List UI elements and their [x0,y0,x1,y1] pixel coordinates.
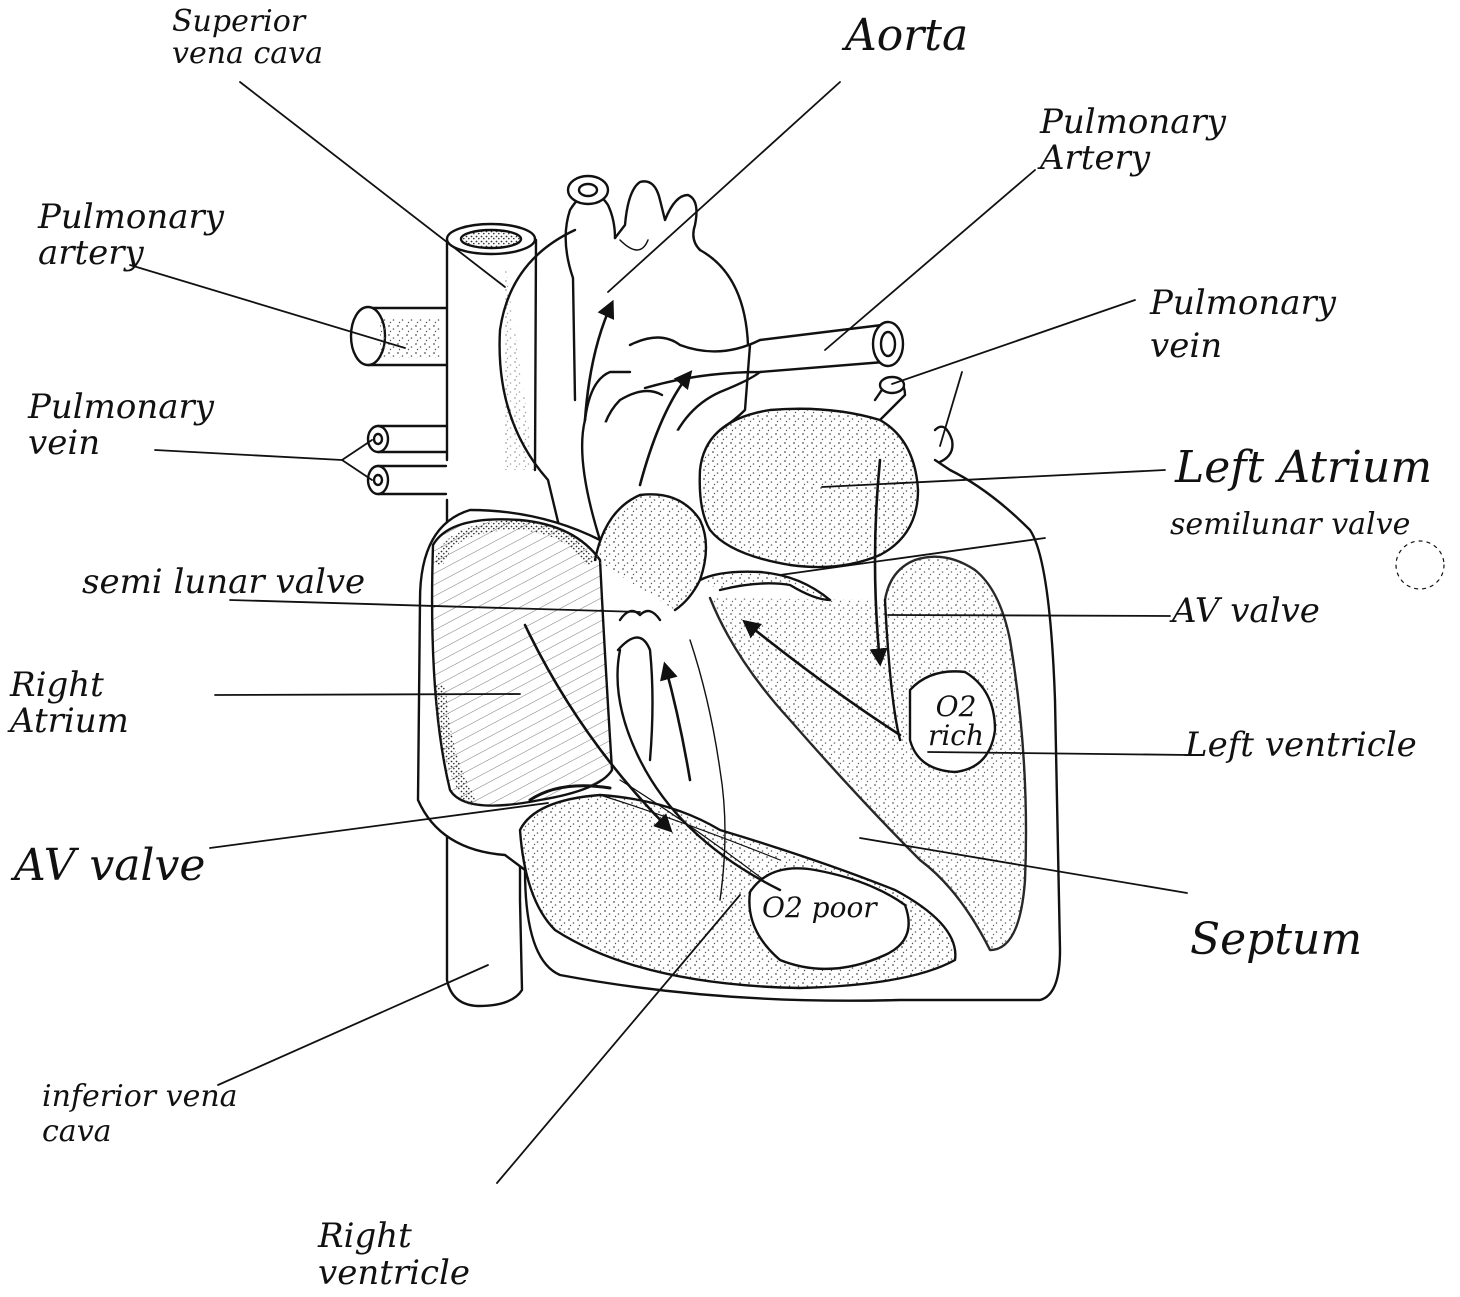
label-av-valve-right: AV valve [1172,594,1320,628]
label-semilunar-valve-left: semi lunar valve [82,565,365,599]
label-pulmonary-artery-right: Pulmonary Artery [1040,105,1240,176]
label-pulmonary-artery-left: Pulmonary artery [38,200,278,271]
leader-inferior-vena-cava [218,965,488,1085]
leader-pulmonary-vein-right [892,300,1135,384]
right-atrium-shape [432,519,612,805]
leader-right-atrium [215,694,520,695]
label-left-atrium: Left Atrium [1175,446,1432,490]
label-septum: Septum [1190,918,1362,962]
label-pulmonary-vein-left: Pulmonary vein [28,390,198,461]
left-atrium-shape [700,409,918,567]
label-aorta: Aorta [845,14,968,58]
leader-av-valve-right [888,615,1170,616]
label-left-ventricle: Left ventricle [1185,728,1417,762]
leader-pulmonary-artery-left [130,265,405,348]
label-right-ventricle: Right ventricle [318,1218,568,1293]
label-inferior-vena-cava: inferior vena cava [42,1080,272,1149]
label-right-atrium: Right Atrium [10,668,200,739]
leader-pulmonary-artery-right [825,170,1035,350]
label-o2-rich: O2 rich [918,692,994,751]
label-av-valve-left: AV valve [14,844,205,888]
label-o2-poor: O2 poor [762,893,902,924]
leader-aorta [608,82,840,292]
label-superior-vena-cava: Superior vena cava [172,6,362,69]
pulmonary-veins-right [368,426,446,494]
leader-superior-vena-cava [240,82,505,287]
label-pulmonary-vein-right: Pulmonary vein [1150,282,1340,367]
label-semilunar-valve-right: semilunar valve [1170,510,1410,540]
